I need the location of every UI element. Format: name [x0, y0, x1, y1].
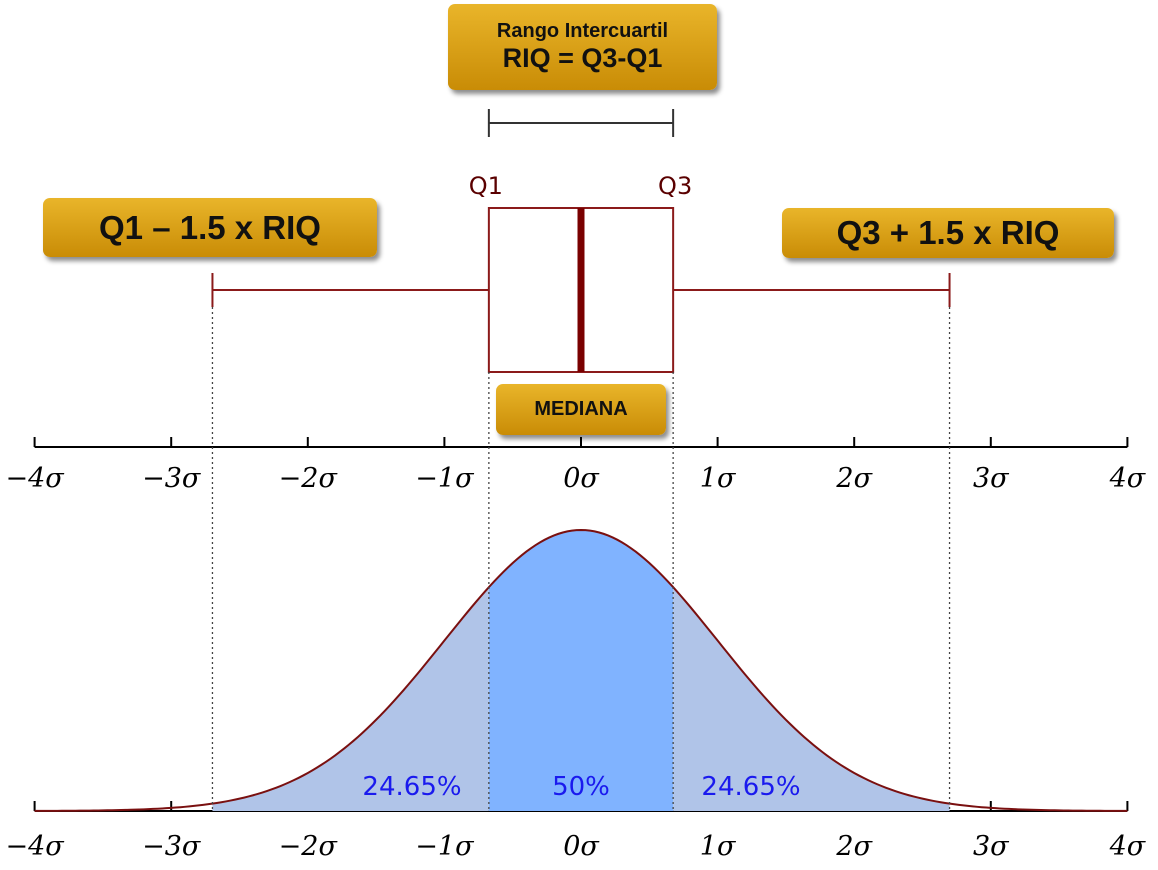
axis-tick-label: −2σ	[279, 831, 339, 862]
left-tail-area	[212, 587, 489, 811]
normal-curve	[34, 528, 1128, 812]
axis-tick-label: 1σ	[700, 463, 737, 494]
median-label: MEDIANA	[496, 384, 666, 435]
percent-left-label: 24.65%	[362, 772, 461, 802]
axis-tick-label: −3σ	[142, 831, 202, 862]
percent-right-label: 24.65%	[701, 772, 800, 802]
q3-label: Q3	[658, 172, 692, 200]
axis-tick-label: 1σ	[700, 831, 737, 862]
axis-tick-label: −2σ	[279, 463, 339, 494]
guide-lines	[211, 307, 951, 811]
axis-tick-label: 0σ	[563, 463, 600, 494]
percent-center-label: 50%	[552, 772, 610, 802]
q1-label: Q1	[469, 172, 503, 200]
axis-tick-label: 4σ	[1109, 463, 1147, 494]
iqr-title-box: Rango Intercuartil RIQ = Q3-Q1	[448, 4, 717, 90]
top-axis: −4σ −3σ −2σ −1σ 0σ 1σ 2σ 3σ 4σ	[5, 437, 1147, 494]
boxplot	[211, 207, 951, 373]
lower-fence-label: Q1 – 1.5 x RIQ	[43, 198, 377, 257]
iqr-title-line1: Rango Intercuartil	[496, 19, 669, 42]
axis-tick-label: −1σ	[415, 831, 475, 862]
axis-tick-label: −4σ	[5, 463, 65, 494]
axis-tick-label: 2σ	[835, 831, 873, 862]
axis-tick-label: 3σ	[973, 463, 1010, 494]
axis-tick-label: 4σ	[1109, 831, 1147, 862]
upper-fence-label: Q3 + 1.5 x RIQ	[782, 208, 1114, 258]
iqr-bracket	[487, 109, 675, 137]
axis-tick-label: 0σ	[563, 831, 600, 862]
axis-tick-label: 3σ	[973, 831, 1010, 862]
right-tail-area	[673, 587, 950, 811]
axis-tick-label: −4σ	[5, 831, 65, 862]
axis-tick-label: −1σ	[415, 463, 475, 494]
center-area	[488, 530, 674, 811]
normal-curve-line	[34, 528, 1128, 812]
iqr-title-line2: RIQ = Q3-Q1	[502, 42, 663, 73]
axis-tick-label: −3σ	[142, 463, 202, 494]
axis-tick-label: 2σ	[835, 463, 873, 494]
